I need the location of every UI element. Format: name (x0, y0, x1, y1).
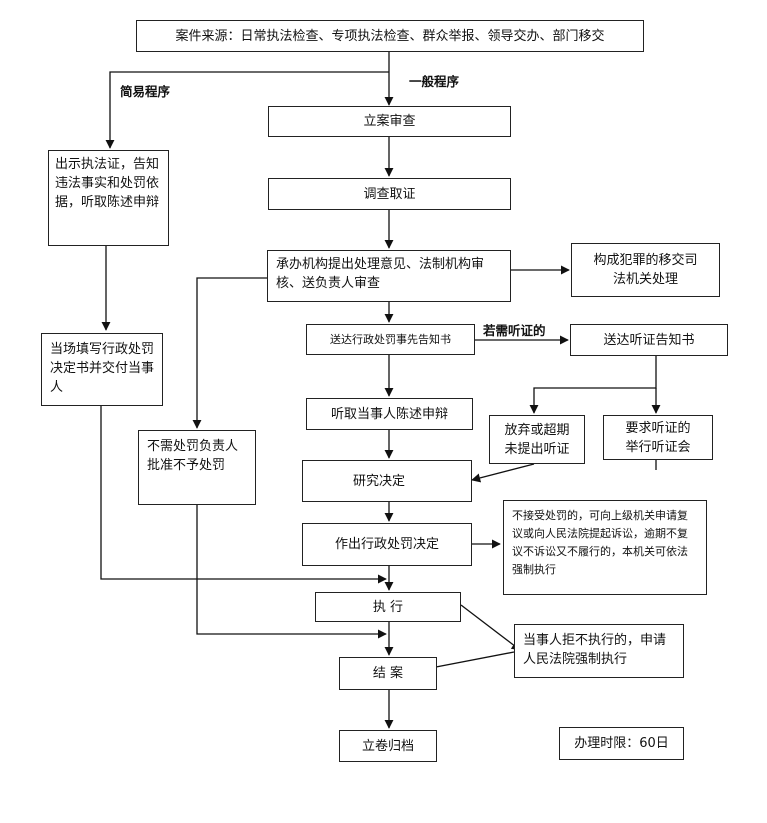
arrow-hearing-to-waive (529, 356, 657, 414)
fill-decision-box: 当场填写行政处罚决定书并交付当事人 (41, 333, 163, 406)
close-box: 结 案 (339, 657, 437, 690)
crime-box: 构成犯罪的移交司法机关处理 (571, 243, 720, 297)
waive-text: 放弃或超期未提出听证 (504, 422, 570, 457)
no-penalty-text: 不需处罚负责人批准不予处罚 (147, 439, 239, 473)
decision-box: 作出行政处罚决定 (302, 523, 472, 566)
waive-box: 放弃或超期未提出听证 (489, 415, 585, 464)
request-hearing-text: 要求听证的举行听证会 (625, 420, 691, 455)
investigate-text: 调查取证 (363, 186, 416, 202)
no-penalty-box: 不需处罚负责人批准不予处罚 (138, 430, 256, 505)
arrow-waive-to-study (471, 463, 535, 483)
time-limit-text: 办理时限：60日 (574, 736, 669, 751)
hearing-notice-text: 送达听证告知书 (603, 332, 695, 348)
pre-notice-box: 送达行政处罚事先告知书 (306, 324, 475, 355)
arrow-execute-to-refuse (460, 604, 521, 651)
time-limit-box: 办理时限：60日 (559, 727, 684, 760)
fill-decision-text: 当场填写行政处罚决定书并交付当事人 (50, 342, 155, 395)
study-text: 研究决定 (353, 473, 406, 489)
pre-notice-text: 送达行政处罚事先告知书 (330, 332, 451, 346)
opinion-text: 承办机构提出处理意见、法制机构审核、送负责人审查 (276, 257, 485, 291)
archive-box: 立卷归档 (339, 730, 437, 762)
arrow-no-penalty-to-close (196, 505, 387, 639)
refuse-note-text: 当事人拒不执行的，申请人民法院强制执行 (523, 633, 667, 667)
arrow-fill-to-execute (100, 406, 387, 584)
file-review-box: 立案审查 (268, 106, 511, 137)
file-review-text: 立案审查 (363, 114, 416, 129)
execute-text: 执 行 (372, 599, 404, 615)
label-general-procedure: 一般程序 (409, 74, 460, 89)
label-hearing: 若需听证的 (483, 323, 546, 338)
arrow-opinion-to-no-penalty (192, 277, 267, 429)
crime-text: 构成犯罪的移交司法机关处理 (593, 253, 698, 287)
request-hearing-box: 要求听证的举行听证会 (603, 415, 713, 460)
show-cert-text: 出示执法证，告知违法事实和处罚依据，听取陈述申辩 (55, 157, 160, 210)
source-box: 案件来源：日常执法检查、专项执法检查、群众举报、领导交办、部门移交 (136, 20, 644, 52)
hearing-notice-box: 送达听证告知书 (570, 324, 728, 356)
arrow-source-to-simple (105, 71, 389, 149)
decision-text: 作出行政处罚决定 (334, 537, 439, 552)
appeal-note-box: 不接受处罚的，可向上级机关申请复议或向人民法院提起诉讼，逾期不复议不诉讼又不履行… (503, 500, 707, 595)
listen-text: 听取当事人陈述申辩 (330, 406, 448, 422)
archive-text: 立卷归档 (361, 738, 414, 754)
investigate-box: 调查取证 (268, 178, 511, 210)
label-simple-procedure: 简易程序 (120, 84, 171, 99)
listen-box: 听取当事人陈述申辩 (306, 398, 473, 430)
show-cert-box: 出示执法证，告知违法事实和处罚依据，听取陈述申辩 (48, 150, 169, 246)
refuse-note-box: 当事人拒不执行的，申请人民法院强制执行 (514, 624, 684, 678)
appeal-note-text: 不接受处罚的，可向上级机关申请复议或向人民法院提起诉讼，逾期不复议不诉讼又不履行… (512, 509, 688, 576)
close-text: 结 案 (372, 666, 404, 681)
opinion-box: 承办机构提出处理意见、法制机构审核、送负责人审查 (267, 250, 511, 302)
execute-box: 执 行 (315, 592, 461, 622)
study-box: 研究决定 (302, 460, 472, 502)
source-text: 案件来源：日常执法检查、专项执法检查、群众举报、领导交办、部门移交 (175, 28, 605, 44)
